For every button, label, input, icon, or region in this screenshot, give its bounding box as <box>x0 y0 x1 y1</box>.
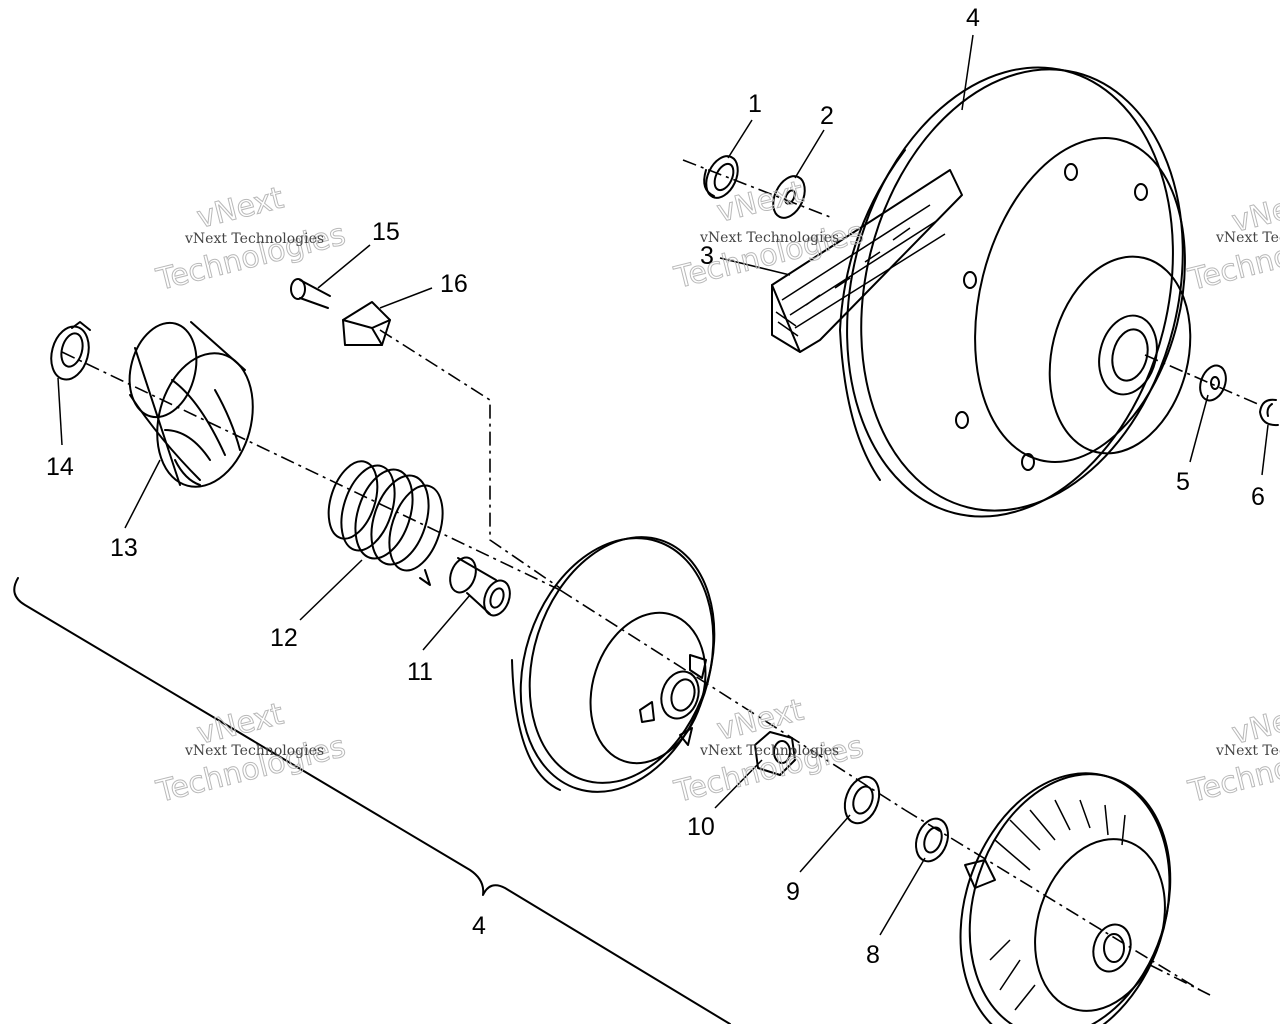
callout-4-bottom[interactable]: 4 <box>472 912 486 940</box>
part-14-snap-ring[interactable] <box>46 321 95 384</box>
part-moveable-sheave[interactable] <box>489 513 744 817</box>
watermark-top-center: vNext Technologies vNext Technologies <box>670 174 867 296</box>
callout-5[interactable]: 5 <box>1176 468 1190 496</box>
callout-10[interactable]: 10 <box>687 813 715 841</box>
part-11-bushing[interactable] <box>446 554 515 619</box>
svg-text:Technologies: Technologies <box>670 729 866 810</box>
watermark-bottom-center: vNext Technologies vNext Technologies <box>670 692 867 810</box>
callout-4-top[interactable]: 4 <box>966 4 980 32</box>
callout-12[interactable]: 12 <box>270 624 298 652</box>
svg-text:vNext Technologies: vNext Technologies <box>699 743 839 759</box>
part-2-washer[interactable] <box>767 171 811 223</box>
callout-6[interactable]: 6 <box>1251 483 1265 511</box>
part-5-washer[interactable] <box>1196 362 1231 404</box>
callout-3[interactable]: 3 <box>700 242 714 270</box>
part-13-helix-cam[interactable] <box>120 315 267 497</box>
leader-lines <box>57 34 1269 936</box>
svg-text:vNext Technologies: vNext Technologies <box>699 230 839 246</box>
svg-text:vNext: vNext <box>713 175 807 230</box>
svg-text:vNext Technologies: vNext Technologies <box>184 743 324 759</box>
part-12-spring[interactable] <box>320 455 453 586</box>
callout-2[interactable]: 2 <box>820 102 834 130</box>
callout-15[interactable]: 15 <box>372 218 400 246</box>
part-9-washer[interactable] <box>839 772 885 828</box>
svg-text:vNext: vNext <box>193 181 287 236</box>
callout-14[interactable]: 14 <box>46 453 74 481</box>
part-6-retaining-ring[interactable] <box>1259 398 1279 427</box>
watermark-top-right: vNext Technologies vNext Technologies <box>1184 184 1280 298</box>
svg-text:vNext Technologies: vNext Technologies <box>1215 743 1280 759</box>
watermark-bottom-left: vNext Technologies vNext Technologies <box>152 696 349 810</box>
watermark-bottom-right: vNext Technologies vNext Technologies <box>1184 696 1280 810</box>
part-3-drive-belt[interactable] <box>771 169 963 353</box>
part-16-shoe[interactable] <box>342 301 391 346</box>
svg-text:vNext Technologies: vNext Technologies <box>1215 230 1280 246</box>
callout-11[interactable]: 11 <box>407 658 433 686</box>
svg-text:vNext Technologies: vNext Technologies <box>184 231 324 247</box>
part-15-bolt[interactable] <box>290 278 331 309</box>
part-10-nut[interactable] <box>754 731 796 776</box>
watermark-top-left: vNext Technologies vNext Technologies <box>152 180 349 298</box>
callout-16[interactable]: 16 <box>440 270 468 298</box>
callout-8[interactable]: 8 <box>866 941 880 969</box>
callout-13[interactable]: 13 <box>110 534 138 562</box>
assembly-bracket <box>13 577 731 1024</box>
part-4-driven-clutch-sheave[interactable] <box>802 33 1228 552</box>
part-1-seal[interactable] <box>700 151 744 203</box>
part-8-washer[interactable] <box>910 814 953 866</box>
part-fixed-sheave[interactable] <box>927 746 1211 1024</box>
callout-numbers: 1 2 3 4 5 6 14 13 12 11 15 16 10 9 8 4 <box>46 4 1265 969</box>
callout-1[interactable]: 1 <box>748 90 762 118</box>
callout-9[interactable]: 9 <box>786 878 800 906</box>
svg-text:Technologies: Technologies <box>152 729 348 810</box>
